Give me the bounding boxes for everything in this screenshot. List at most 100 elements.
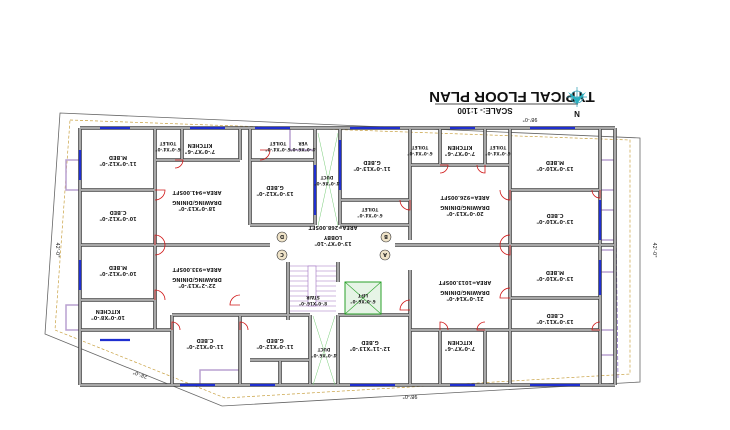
room-size: 13'-0"X10'-0" bbox=[536, 275, 574, 281]
room-name: STAIR bbox=[305, 295, 319, 300]
room-size: 18'-0"X13'-0" bbox=[178, 205, 216, 211]
room-name: DRAWING/DINING bbox=[172, 199, 221, 205]
room-label: 7'-0"X7'-6"KITCHEN bbox=[185, 142, 216, 154]
duct-top bbox=[317, 132, 339, 227]
dim-bottom: 98'-0" bbox=[402, 393, 417, 399]
door-swing bbox=[154, 289, 166, 301]
dim-right: 42'-0" bbox=[651, 242, 657, 257]
room-area: AREA=268.00SFT bbox=[308, 224, 358, 230]
room-labels: 11'-0"X12'-0"M.BED10'-0"X12'-0"C.BED10'-… bbox=[91, 141, 574, 358]
room-label: 20'-0"X13'-0"DRAWING/DINING AREA=926.00SF… bbox=[440, 194, 490, 216]
lift-cross bbox=[344, 281, 382, 315]
room-size: 6'-0"X4'-0" bbox=[407, 151, 432, 156]
room-size: 6'-0"X4'-0" bbox=[265, 147, 290, 152]
room-label: 13'-0"X11'-0"C.BED bbox=[536, 312, 574, 324]
title-block: TYPICAL FLOOR PLAN SCALE:- 1:100 bbox=[429, 88, 595, 115]
room-name: DRAWING/DINING bbox=[440, 204, 489, 210]
dim-bottom-left: 28'-0" bbox=[132, 369, 148, 380]
room-size: 6'-0"X6'-0" bbox=[350, 299, 375, 304]
room-size: 6'-0"X4'-0" bbox=[357, 213, 382, 218]
room-size: 7'-0"X7'-6" bbox=[445, 150, 476, 156]
room-size: 12'-11"X13'-0" bbox=[349, 345, 390, 351]
door-swing bbox=[259, 149, 271, 161]
room-size: 4'-0"X6'-0" bbox=[314, 181, 339, 186]
door-swing bbox=[499, 234, 511, 256]
room-size: 21'-0"X14'-0" bbox=[446, 295, 484, 301]
setback-line bbox=[54, 119, 631, 399]
dim-left: 42'-0" bbox=[54, 242, 60, 257]
room-label: 4'-0"X6'-0"VER bbox=[290, 141, 315, 152]
room-size: 7'-0"X7'-6" bbox=[185, 148, 216, 154]
windows bbox=[78, 126, 602, 387]
room-name: TOILET bbox=[270, 141, 287, 146]
room-label: 8'-0"X16'-0"STAIR bbox=[299, 295, 327, 306]
room-label: 11'-0"X12'-0"G.BED bbox=[256, 337, 294, 349]
duct-bottom bbox=[312, 315, 336, 386]
room-name: KITCHEN bbox=[448, 144, 473, 150]
room-size: 13'-0"X11'-0" bbox=[536, 318, 574, 324]
room-name: C.BED bbox=[110, 209, 127, 215]
room-size: 13'-0"X12'-0" bbox=[256, 190, 294, 196]
dim-top: 98'-0" bbox=[522, 116, 537, 122]
room-size: 10'-0"X12'-0" bbox=[99, 215, 137, 221]
room-size: 10'-0"X12'-0" bbox=[99, 270, 137, 276]
room-size: 13'-0"X10'-0" bbox=[536, 165, 574, 171]
veranda bbox=[599, 249, 615, 273]
stair-well bbox=[307, 265, 317, 307]
door-swing bbox=[591, 189, 601, 199]
room-name: VER bbox=[298, 141, 308, 146]
stair bbox=[290, 265, 336, 312]
veranda bbox=[65, 304, 81, 331]
room-size: 11'-0"X13'-0" bbox=[353, 165, 391, 171]
room-name: LOBBY bbox=[324, 234, 343, 240]
room-label: 13'-0"X10'-0"C.BED bbox=[536, 212, 574, 224]
door-swing bbox=[174, 159, 184, 169]
room-size: 11'-0"X12'-0" bbox=[99, 160, 137, 166]
room-size: 6'-0"X4'-0" bbox=[485, 151, 510, 156]
room-label: 4'-0"X6'-0"DUCT bbox=[311, 347, 336, 358]
room-area: AREA=926.00SFT bbox=[440, 194, 490, 200]
room-label: 10'-0"X8'-0"KITCHEN bbox=[91, 308, 125, 320]
veranda bbox=[599, 209, 615, 241]
room-name: G.BED bbox=[361, 339, 378, 345]
door-swing bbox=[239, 321, 249, 331]
room-name: DUCT bbox=[320, 175, 333, 180]
door-swing bbox=[499, 189, 511, 201]
room-size: 11'-0"X12'-0" bbox=[186, 343, 224, 349]
room-size: 20'-0"X13'-0" bbox=[446, 210, 484, 216]
room-name: C.BED bbox=[547, 312, 564, 318]
room-label: 18'-0"X13'-0"DRAWING/DININGAREA=941.00SF… bbox=[172, 189, 222, 211]
walls bbox=[78, 126, 617, 387]
room-label: 10'-0"X12'-0"C.BED bbox=[99, 209, 137, 221]
room-label: 22'-2"X13'-0"DRAWING/DININGAREA=933.00SF… bbox=[172, 266, 222, 288]
room-label: 11'-0"X12'-0"M.BED bbox=[99, 154, 137, 166]
plan-title: TYPICAL FLOOR PLAN bbox=[429, 88, 595, 105]
room-label: 7'-0"X7'-6"KITCHEN bbox=[445, 144, 476, 156]
room-name: KITCHEN bbox=[188, 142, 213, 148]
room-size: 4'-0"X6'-0" bbox=[290, 147, 315, 152]
room-size: 13'-0"X7'-10" bbox=[314, 240, 352, 246]
room-name: M.BED bbox=[109, 154, 127, 160]
room-label: 13'-0"X10'-0"M.BED bbox=[536, 159, 574, 171]
door-swing bbox=[439, 164, 449, 174]
room-name: C.BED bbox=[547, 212, 564, 218]
room-label: 6'-0"X6'-0"LIFT bbox=[350, 293, 375, 304]
room-label: 7'-0"X7'-6"KITCHEN bbox=[445, 339, 476, 351]
door-swing bbox=[154, 234, 166, 256]
room-label: 10'-0"X12'-0"M.BED bbox=[99, 264, 137, 276]
room-name: G.BED bbox=[363, 159, 380, 165]
marker-a: A bbox=[383, 251, 387, 257]
scale-label: SCALE:- 1:100 bbox=[457, 106, 513, 115]
room-label: 6'-0"X4'-0"TOILET bbox=[155, 141, 180, 152]
room-label: 11'-0"X13'-0"G.BED bbox=[353, 159, 391, 171]
door-swing bbox=[499, 287, 511, 299]
veranda bbox=[199, 369, 241, 386]
room-name: TOILET bbox=[412, 145, 429, 150]
door-swing bbox=[171, 321, 181, 331]
door-swing bbox=[399, 299, 411, 311]
veranda bbox=[599, 329, 615, 356]
room-label: 21'-0"X14'-0"DRAWING/DININGAREA=1013.00S… bbox=[438, 279, 491, 301]
room-label: 4'-0"X6'-0"DUCT bbox=[314, 175, 339, 186]
room-name: KITCHEN bbox=[448, 339, 473, 345]
marker-b: B bbox=[384, 233, 388, 239]
